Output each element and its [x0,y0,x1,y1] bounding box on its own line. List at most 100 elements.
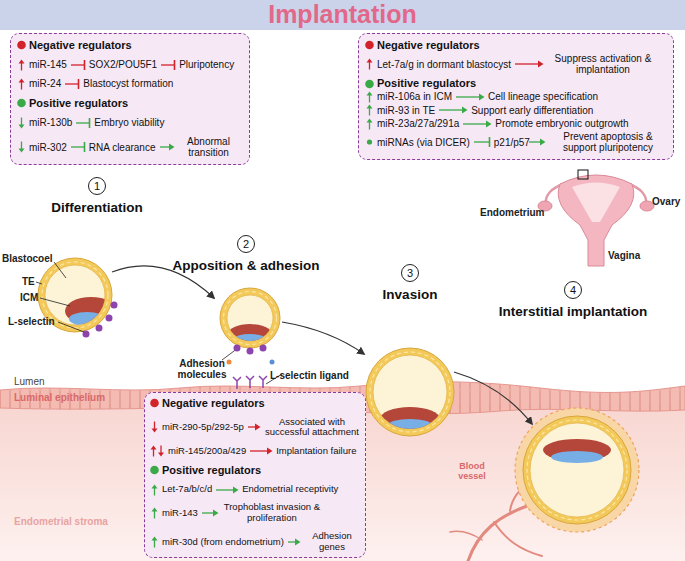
regulator-row: miR-145SOX2/POU5F1Pluripotency [17,59,243,71]
icm [543,439,611,463]
icm-red [228,324,272,344]
step-number: 4 [565,282,581,298]
regulation-marker [150,445,165,457]
step-number: 1 [89,178,105,194]
regulator-row: miR-93 in TESupport early differentiatio… [365,104,667,116]
category-heading: Positive regulators [377,77,476,90]
inhibition-arrow [70,141,86,153]
ovary [640,201,654,211]
adhesion-molecule [270,360,275,365]
category-dot [365,41,374,50]
regulation-marker [365,136,374,148]
up-arrow-head [151,446,157,450]
step-circle: 2Apposition & adhesion [237,235,255,253]
regulator-row: miR-23a/27a/291a Promote embryonic outgro… [365,118,667,130]
regulation-marker [365,91,374,103]
down-arrow-head [158,453,164,457]
ligand [259,376,267,388]
arrow-line [248,427,256,428]
down-arrow-head [152,429,158,433]
arrow-head [479,94,485,101]
up-arrow-head [19,59,25,63]
activation-arrow [287,536,301,548]
up-arrow-head [152,537,158,541]
trophectoderm [366,348,454,436]
mirna-name: miR-24 [29,78,61,90]
step-heading: Differentiation [51,200,143,215]
trophectoderm [220,288,280,348]
regulator-box: Negative regulatorsmiR-145SOX2/POU5F1Plu… [10,33,250,165]
effect-text: Embryo viability [94,117,164,129]
arrow-line [250,451,268,452]
ligand [246,376,254,388]
arrow-line [515,64,539,65]
arrow-line [216,489,234,490]
arrow-line [202,513,214,514]
step-circle: 3Invasion [401,264,419,282]
uterus-illustration [538,170,654,266]
inhibit-bar [488,137,490,147]
inhibition-arrow [64,78,80,90]
inhibition-arrow [70,59,86,71]
arrow-line [463,123,487,124]
regulator-row: Positive regulators [365,77,667,90]
effect-text: Support early differentiation [471,105,593,117]
arrow-head [538,61,544,68]
category-dot [17,99,26,108]
effect-text: Pluripotency [179,59,234,71]
category-heading: Positive regulators [29,97,128,110]
regulator-row: Negative regulators [365,39,667,52]
regulator-row: Let-7a/g in dormant blastocystSuppress a… [365,53,667,76]
vessel-branch [494,522,542,556]
mirna-name: miR-23a/27a/291a [377,118,459,130]
part-label: ICM [20,292,38,303]
regulator-row: miR-130b Embryo viability [17,117,243,129]
trophoblast-halo [515,408,639,532]
regulator-box: Negative regulatorsmiR-290-5p/292-5pAsso… [144,392,366,558]
arrow-line [439,110,463,111]
icm [228,324,272,344]
implanted-embryo [515,408,639,532]
regulation-marker [150,421,159,433]
up-arrow-head [367,105,373,109]
title-band [0,0,685,30]
inhibit-line [161,64,175,65]
part-label: Endometrial stroma [14,516,108,527]
icm-blue [551,451,603,463]
part-label: Adhesion molecules [172,358,232,380]
regulator-row: Negative regulators [150,397,360,410]
regulator-row: miR-302RNA clearanceAbnormal transition [17,136,243,159]
effect-text: p21/p57 [494,137,525,149]
inhibit-line [65,83,79,84]
leader-lines [36,262,282,384]
inhibition-arrow [160,59,176,71]
inhibit-bar [89,118,91,128]
arrow-head [540,139,546,146]
activation-arrow [247,421,261,433]
up-arrow-head [152,484,158,488]
regulation-marker [150,397,159,409]
part-label: L-selectin ligand [270,370,349,381]
regulator-row: Positive regulators [150,464,360,477]
icm-blue [234,334,266,344]
up-arrow-head [152,508,158,512]
mirna-name: Let-7a/b/c/d [162,484,212,495]
inhibit-line [76,122,90,123]
activation-arrow [215,484,239,496]
step-heading: Apposition & adhesion [173,258,320,273]
mirna-name: miR-145 [29,59,67,71]
regulation-marker [17,141,26,153]
part-label: L-selectin [8,316,55,327]
category-dot [150,466,159,475]
l-selectin [247,348,254,355]
part-label: Ovary [652,196,680,207]
effect-text: Promote embryonic outgrowth [495,118,628,130]
part-label: Luminal epithelium [14,392,105,403]
step-circle: 4Interstitial implantation [564,281,582,299]
regulation-marker [17,78,26,90]
leader-line [36,282,42,284]
part-label: Lumen [14,376,45,387]
down-arrow-head [19,124,25,128]
mirna-name: miR-130b [29,117,72,129]
cell-ring [224,292,277,345]
